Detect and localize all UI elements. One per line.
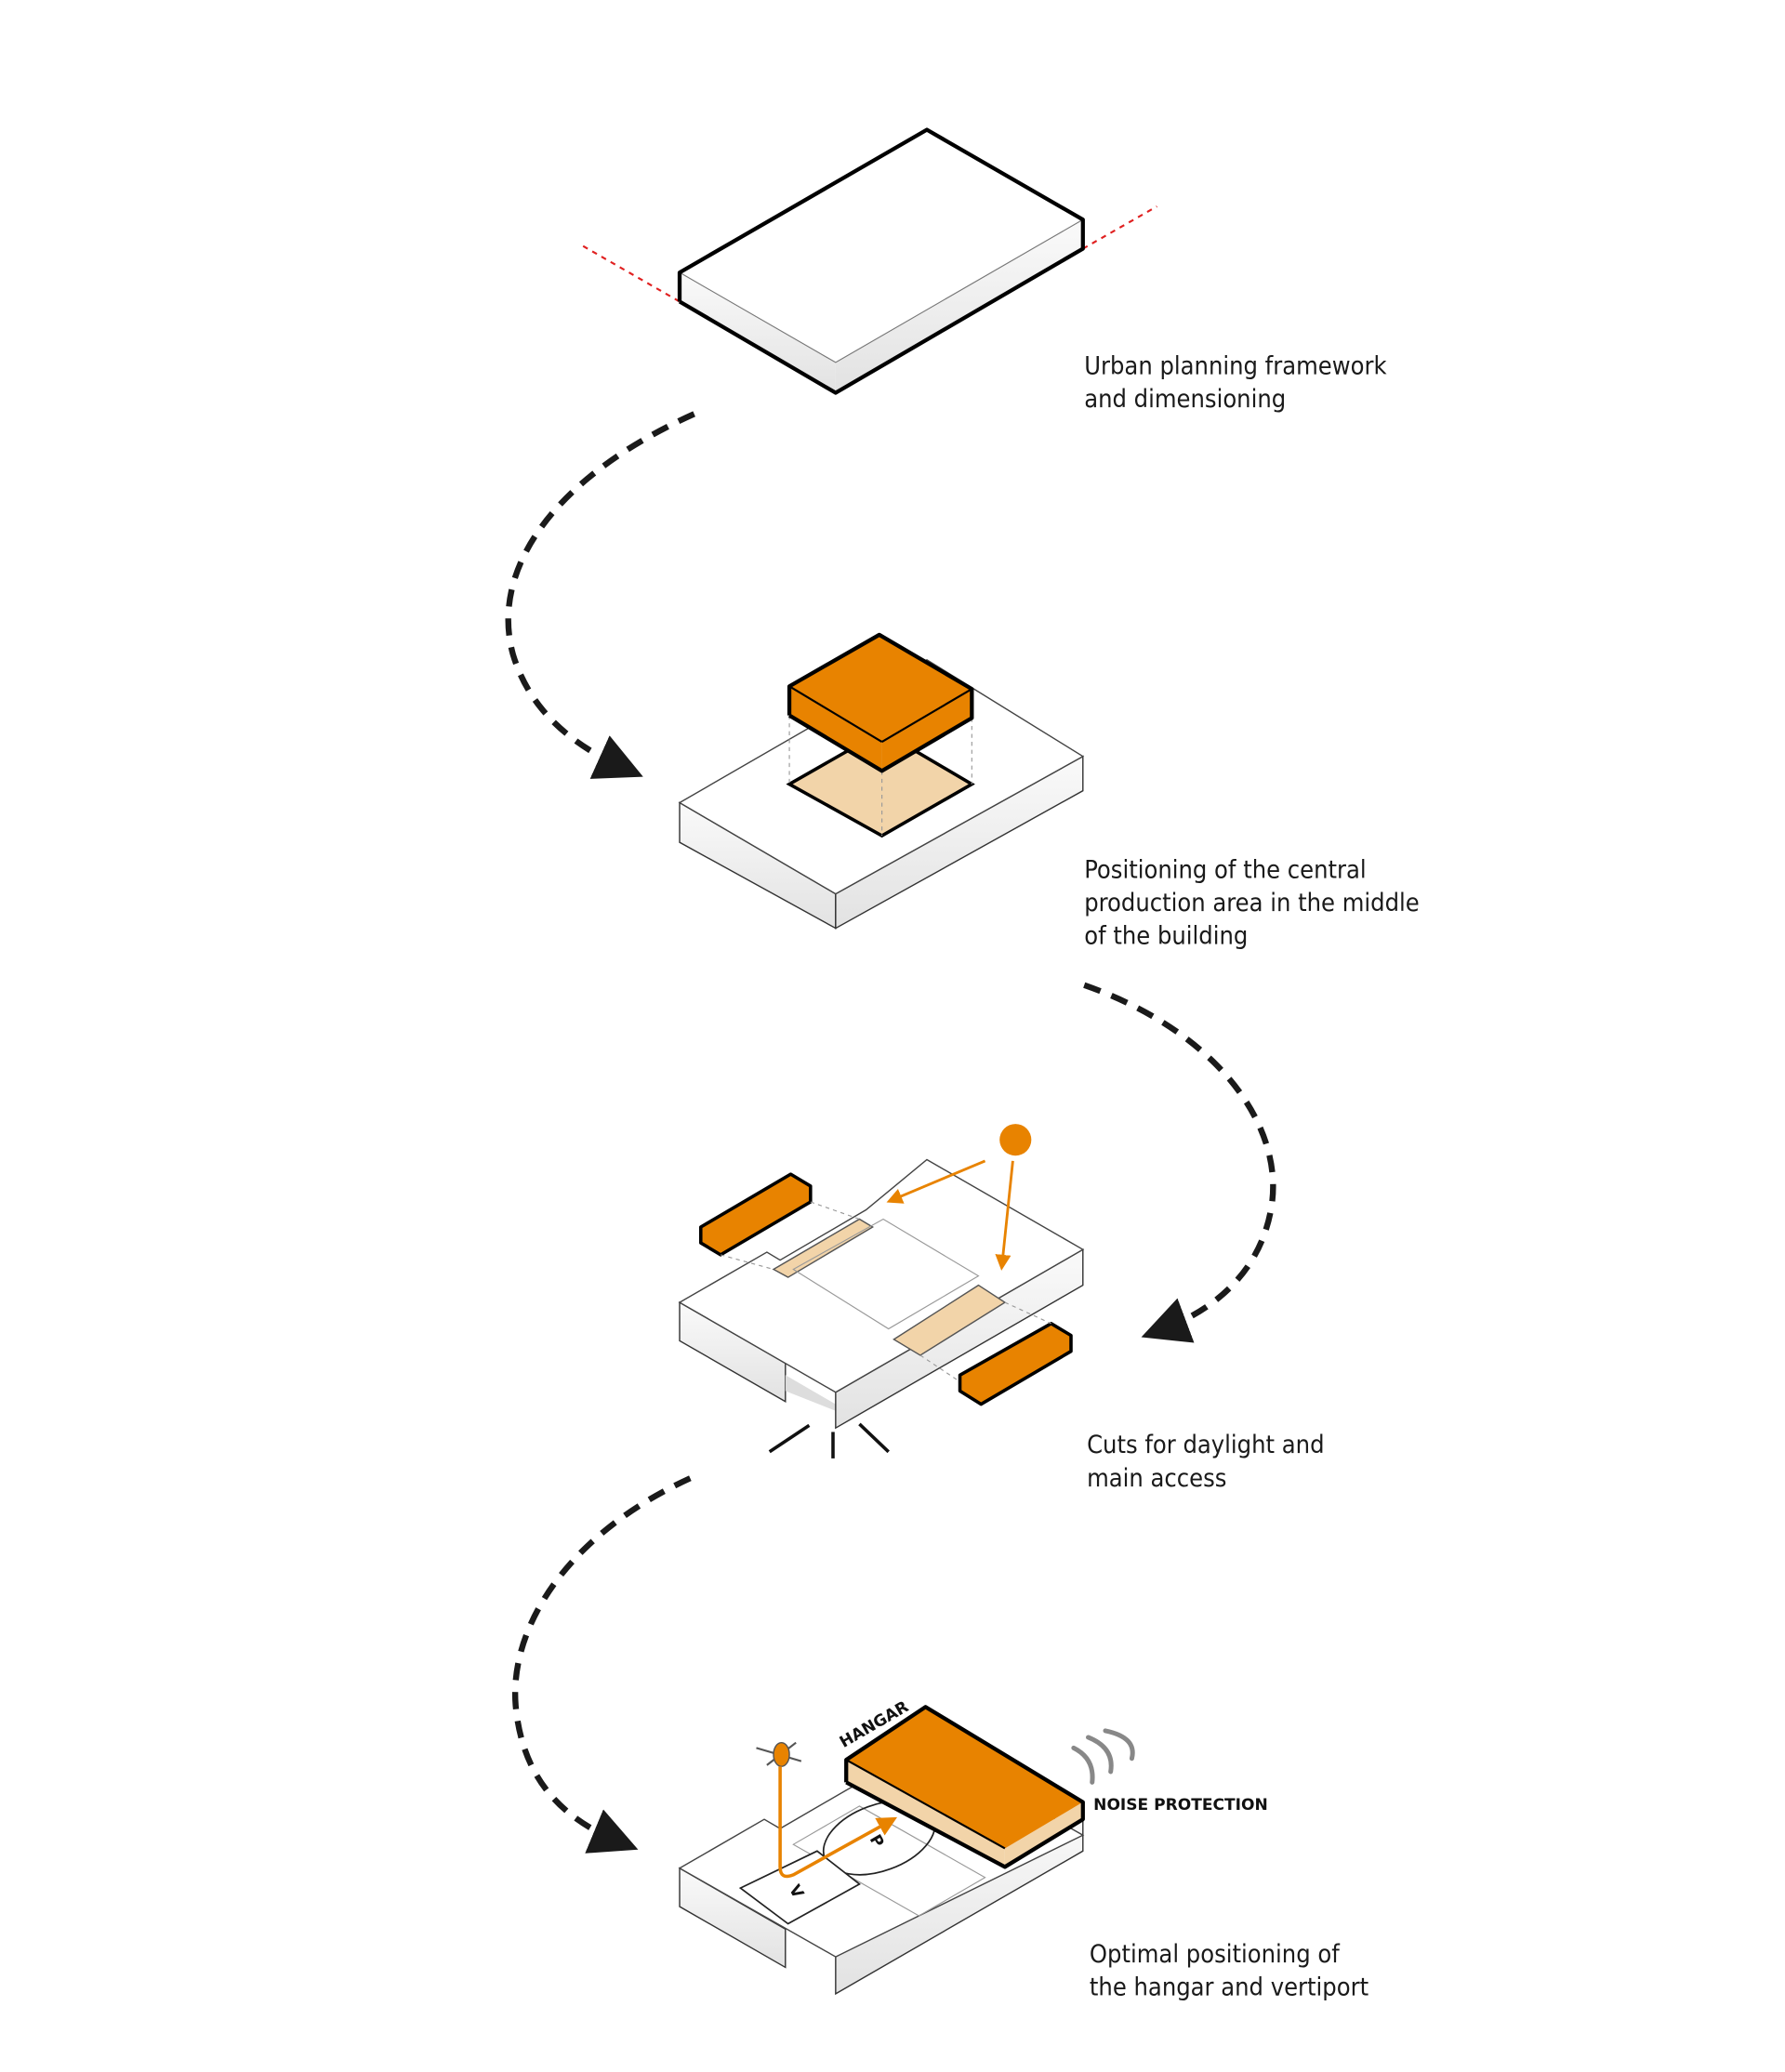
step-2-caption-line-2: production area in the middle [1084, 889, 1420, 917]
step-3-caption-line-1: Cuts for daylight and [1087, 1431, 1324, 1459]
step-1-caption-line-1: Urban planning framework [1084, 352, 1387, 381]
step-1-caption-line-2: and dimensioning [1084, 385, 1286, 414]
noise-protection-label: NOISE PROTECTION [1093, 1796, 1268, 1815]
daylight-arrow-2 [995, 1160, 1014, 1271]
vertiport-pad [738, 1850, 861, 1925]
flow-arrow-2 [1083, 982, 1276, 1343]
step-4-caption-line-2: the hangar and vertiport [1090, 1973, 1368, 2001]
sun-icon [999, 1124, 1032, 1156]
cut-volume-left [699, 1172, 813, 1257]
step-1-block [582, 127, 1157, 395]
boundary-line-left [582, 244, 681, 303]
daylight-arrow-1 [886, 1159, 986, 1204]
daylight-cut-left [772, 1218, 875, 1278]
step-2-block [678, 632, 1085, 930]
step-2-caption-line-1: Positioning of the central [1084, 856, 1366, 885]
flight-path-arrow [778, 1766, 898, 1879]
step-4-block: V P HANGAR NOISE PROTECTION [678, 1697, 1268, 1996]
step-2-caption-line-3: of the building [1084, 922, 1248, 951]
flow-arrow-3 [511, 1475, 692, 1854]
flow-arrow-1 [505, 411, 695, 779]
step-3-block [678, 1124, 1085, 1458]
step-3-caption-line-2: main access [1087, 1464, 1226, 1493]
step-4-caption-line-1: Optimal positioning of [1090, 1940, 1341, 1969]
hangar-volume [844, 1705, 1085, 1869]
main-access-rays-icon [768, 1422, 890, 1458]
production-volume [787, 632, 974, 773]
boundary-line-right [1082, 205, 1157, 250]
noise-waves-icon [1071, 1728, 1135, 1785]
drone-icon [756, 1741, 802, 1767]
